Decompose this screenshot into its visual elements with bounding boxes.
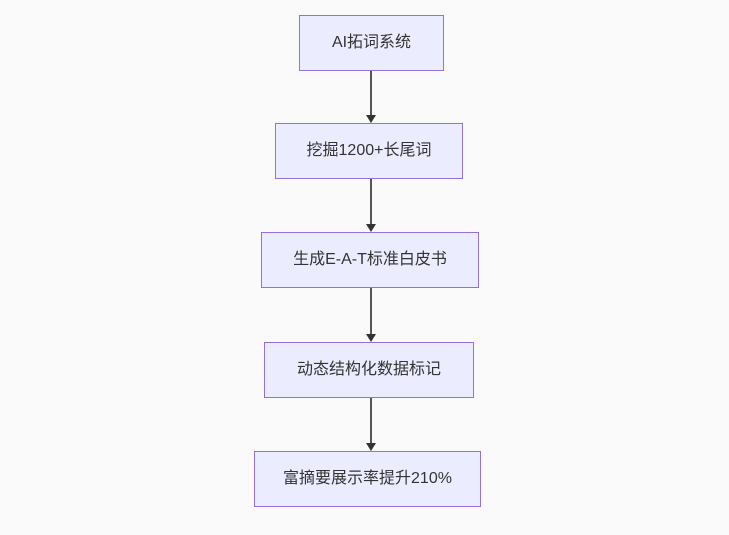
flow-node-label: 富摘要展示率提升210%	[283, 470, 452, 487]
flow-node-label: 生成E-A-T标准白皮书	[293, 251, 447, 268]
arrow-line	[370, 398, 372, 443]
flow-arrow-4	[364, 398, 378, 451]
arrow-line	[370, 71, 372, 115]
flow-node-structured-data-markup: 动态结构化数据标记	[264, 342, 474, 398]
flow-arrow-2	[364, 179, 378, 232]
arrow-head-icon	[366, 334, 376, 342]
arrow-line	[370, 179, 372, 224]
arrow-head-icon	[366, 443, 376, 451]
flow-node-eat-whitepaper: 生成E-A-T标准白皮书	[261, 232, 479, 288]
flow-arrow-3	[364, 288, 378, 342]
flow-node-label: AI拓词系统	[331, 34, 412, 51]
arrow-head-icon	[366, 224, 376, 232]
flow-node-label: 动态结构化数据标记	[296, 361, 441, 378]
flow-node-longtail-mining: 挖掘1200+长尾词	[275, 123, 463, 179]
arrow-line	[370, 288, 372, 334]
arrow-head-icon	[366, 115, 376, 123]
flow-node-ai-keyword-system: AI拓词系统	[299, 15, 444, 71]
flow-node-label: 挖掘1200+长尾词	[306, 142, 432, 159]
flow-node-rich-snippet-result: 富摘要展示率提升210%	[254, 451, 481, 507]
flow-arrow-1	[364, 71, 378, 123]
